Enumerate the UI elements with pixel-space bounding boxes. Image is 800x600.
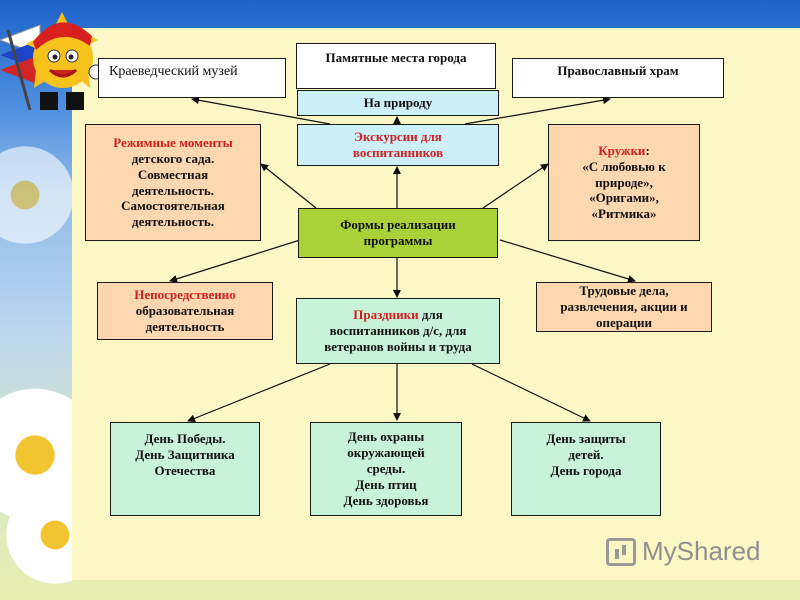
myshared-watermark: MyShared bbox=[606, 536, 761, 567]
node-to-nature-label: На природу bbox=[363, 95, 433, 111]
node-environment-line-1: День охраны bbox=[347, 429, 425, 445]
node-orthodox-church-label: Православный храм bbox=[557, 63, 679, 78]
node-holidays: Праздники для воспитанников д/с, для вет… bbox=[296, 298, 500, 364]
node-holidays-line-2: ветеранов войны и труда bbox=[324, 338, 472, 354]
node-excursions-line-1: Экскурсии для bbox=[354, 129, 442, 145]
node-clubs-heading: Кружки bbox=[598, 142, 646, 158]
node-victory-line-2: День Защитника bbox=[135, 446, 235, 462]
node-local-museum: Краеведческий музей bbox=[98, 58, 286, 98]
node-to-nature: На природу bbox=[297, 90, 499, 116]
node-local-museum-label: Краеведческий музей bbox=[109, 64, 238, 79]
node-victory-line-1: День Победы. bbox=[144, 431, 226, 446]
myshared-watermark-text: MyShared bbox=[642, 536, 761, 566]
node-excursions-line-2: воспитанников bbox=[352, 145, 444, 160]
node-children-line-2: детей. bbox=[568, 446, 604, 462]
node-clubs-line-1: «С любовью к bbox=[582, 158, 666, 174]
node-holidays-line-1: воспитанников д/с, для bbox=[329, 323, 467, 339]
node-routine-line-4: Самостоятельная bbox=[121, 198, 225, 214]
node-labor-line-3: операции bbox=[596, 314, 652, 330]
node-orthodox-church: Православный храм bbox=[512, 58, 724, 98]
node-environment-line-2: окружающей bbox=[347, 445, 425, 461]
node-excursions: Экскурсии для воспитанников bbox=[297, 124, 499, 166]
node-labor-line-1: Трудовые дела, bbox=[579, 283, 669, 299]
node-direct-line-1: образовательная bbox=[135, 303, 235, 319]
node-implementation-line-1: Формы реализации bbox=[340, 217, 456, 233]
node-direct-education: Непосредственно образовательная деятельн… bbox=[97, 282, 273, 340]
node-routine-line-5: деятельность. bbox=[132, 214, 214, 230]
node-labor-line-2: развлечения, акции и bbox=[560, 299, 688, 315]
node-implementation-line-2: программы bbox=[363, 233, 433, 248]
node-direct-heading: Непосредственно bbox=[134, 287, 236, 303]
node-victory-line-3: Отечества bbox=[154, 462, 216, 478]
node-environment-line-4: День птиц bbox=[355, 476, 417, 492]
node-routine-line-1: детского сада. bbox=[131, 150, 215, 166]
node-labor: Трудовые дела, развлечения, акции и опер… bbox=[536, 282, 712, 332]
node-victory-day: День Победы. День Защитника Отечества bbox=[110, 422, 260, 516]
node-clubs: Кружки: «С любовью к природе», «Оригами»… bbox=[548, 124, 700, 241]
node-holidays-heading-rest: для bbox=[418, 307, 443, 323]
node-routine-moments: Режимные моменты детского сада. Совместн… bbox=[85, 124, 261, 241]
node-routine-heading: Режимные моменты bbox=[113, 134, 233, 150]
daisy-decoration bbox=[0, 140, 80, 250]
node-routine-line-3: деятельность. bbox=[132, 182, 214, 198]
node-environment-line-3: среды. bbox=[366, 461, 406, 477]
myshared-logo-icon bbox=[606, 537, 636, 566]
node-routine-line-2: Совместная bbox=[137, 166, 209, 182]
node-environment-line-5: День здоровья bbox=[343, 492, 429, 508]
node-clubs-line-4: «Ритмика» bbox=[591, 206, 657, 222]
node-clubs-line-2: природе», bbox=[595, 174, 653, 190]
node-memorable-places-label: Памятные места города bbox=[325, 50, 467, 65]
node-memorable-places: Памятные места города bbox=[296, 43, 496, 89]
node-clubs-line-3: «Оригами», bbox=[589, 190, 659, 206]
node-children-line-1: День защиты bbox=[546, 431, 626, 446]
node-direct-line-2: деятельность bbox=[145, 318, 225, 334]
node-holidays-heading: Праздники bbox=[353, 307, 419, 323]
node-clubs-heading-suffix: : bbox=[645, 142, 650, 158]
node-children-day: День защиты детей. День города bbox=[511, 422, 661, 516]
node-implementation-forms: Формы реализации программы bbox=[298, 208, 498, 258]
node-environment-day: День охраны окружающей среды. День птиц … bbox=[310, 422, 462, 516]
node-children-line-3: День города bbox=[550, 462, 622, 478]
